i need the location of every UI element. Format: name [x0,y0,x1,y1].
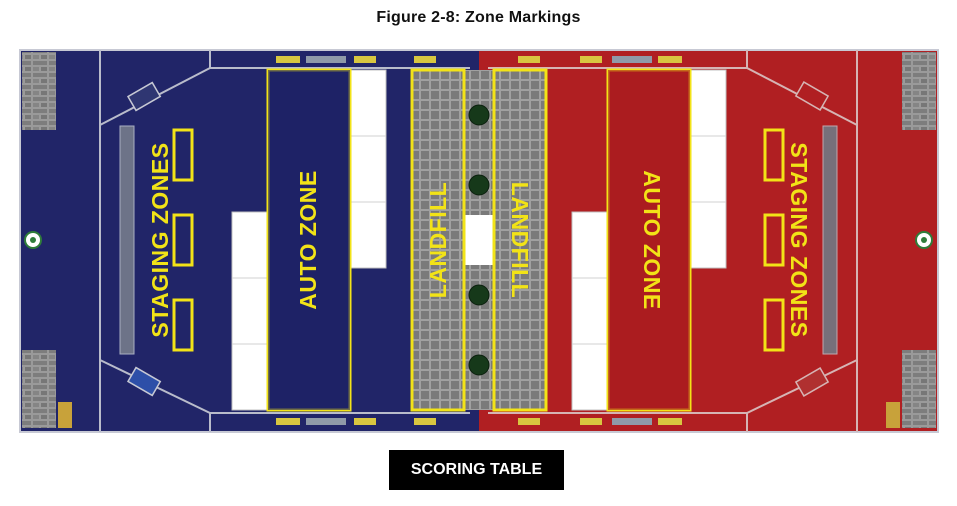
red-landfill-zone [492,68,548,412]
blue-landfill-label: LANDFILL [425,182,451,298]
blue-corner-totes [22,52,72,428]
staging-zone-box [763,298,785,352]
staging-zone-box [172,213,194,267]
staging-zone-box [172,298,194,352]
field-outline [19,49,939,433]
figure-caption: Figure 2-8: Zone Markings [376,9,581,26]
target-icon [24,231,933,249]
scoring-platforms [231,69,727,411]
red-corner-totes [886,52,936,428]
red-auto-label: AUTO ZONE [639,170,665,310]
staging-zone-box [763,213,785,267]
step-post-icon [468,104,490,376]
red-staging-label: STAGING ZONES [786,142,812,337]
blue-landfill-zone [410,68,466,412]
blue-staging-label: STAGING ZONES [147,142,173,337]
red-landfill-label: LANDFILL [507,182,533,298]
staging-zone-box [172,128,194,182]
blue-auto-label: AUTO ZONE [295,170,321,310]
staging-zone-box [763,128,785,182]
scoring-table-label: SCORING TABLE [389,450,564,490]
